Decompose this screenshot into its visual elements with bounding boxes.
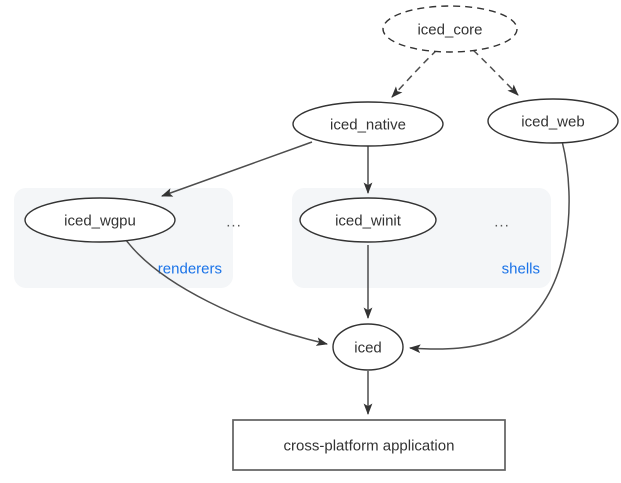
edge-iced-web-to-iced: [409, 140, 570, 354]
node-renderers-more-label: ...: [226, 214, 242, 231]
node-shells-more-label: ...: [494, 214, 510, 231]
node-iced-core-shape: [382, 5, 518, 53]
node-application-label: cross-platform application: [284, 438, 455, 455]
node-iced-winit-label: iced_winit: [335, 213, 402, 230]
node-iced-native-shape: [292, 101, 444, 147]
node-cross-platform-application[interactable]: cross-platform application: [232, 419, 506, 471]
node-iced-web-shape: [487, 98, 619, 144]
edge-iced-core-to-iced-web: [472, 49, 519, 96]
node-iced-native-label: iced_native: [330, 117, 406, 134]
cluster-renderers-label: renderers: [158, 261, 222, 278]
node-iced-web[interactable]: iced_web: [487, 98, 619, 144]
node-iced-label: iced: [354, 340, 382, 357]
node-iced-native[interactable]: iced_native: [292, 101, 444, 147]
node-iced[interactable]: iced: [332, 323, 404, 371]
node-iced-wgpu-shape: [24, 197, 176, 243]
node-iced-winit-shape: [299, 197, 437, 243]
node-iced-core[interactable]: iced_core: [382, 5, 518, 53]
edge-iced-native-to-iced-wgpu: [161, 141, 313, 197]
edge-iced-core-to-iced-native: [391, 49, 438, 98]
node-application-shape: [232, 419, 506, 471]
node-iced-wgpu[interactable]: iced_wgpu: [24, 197, 176, 243]
node-iced-core-label: iced_core: [417, 22, 482, 39]
node-iced-web-label: iced_web: [521, 114, 584, 131]
cluster-shells-label: shells: [502, 261, 540, 278]
node-iced-winit[interactable]: iced_winit: [299, 197, 437, 243]
edge-iced-wgpu-to-iced: [125, 239, 328, 346]
node-iced-shape: [332, 323, 404, 371]
node-iced-wgpu-label: iced_wgpu: [64, 213, 136, 230]
